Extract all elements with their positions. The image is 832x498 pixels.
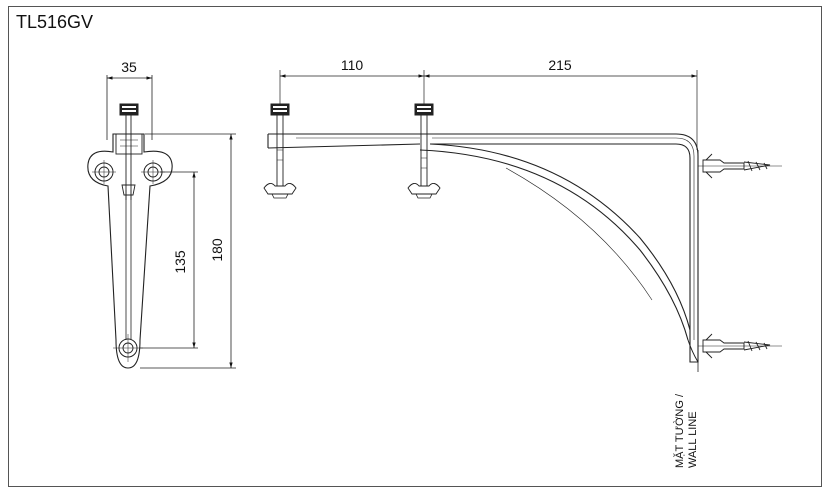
dimension-projection: 215 xyxy=(548,57,572,73)
dimension-height-total: 180 xyxy=(209,238,225,262)
wall-label-line2: WALL LINE xyxy=(687,411,699,468)
wall-anchor-icon xyxy=(698,153,782,179)
knob-icon xyxy=(119,103,139,116)
dimension-hole-spacing: 135 xyxy=(172,250,188,274)
model-code: TL516GV xyxy=(16,12,94,32)
wing-nut-icon xyxy=(263,183,297,195)
dimension-width-side: 35 xyxy=(121,59,137,75)
wall-label-line1: MẶT TƯỜNG / xyxy=(673,393,686,468)
side-view xyxy=(87,75,236,369)
drawing-frame xyxy=(8,6,822,487)
dimension-offset-top: 110 xyxy=(341,57,364,73)
front-view xyxy=(263,70,782,372)
